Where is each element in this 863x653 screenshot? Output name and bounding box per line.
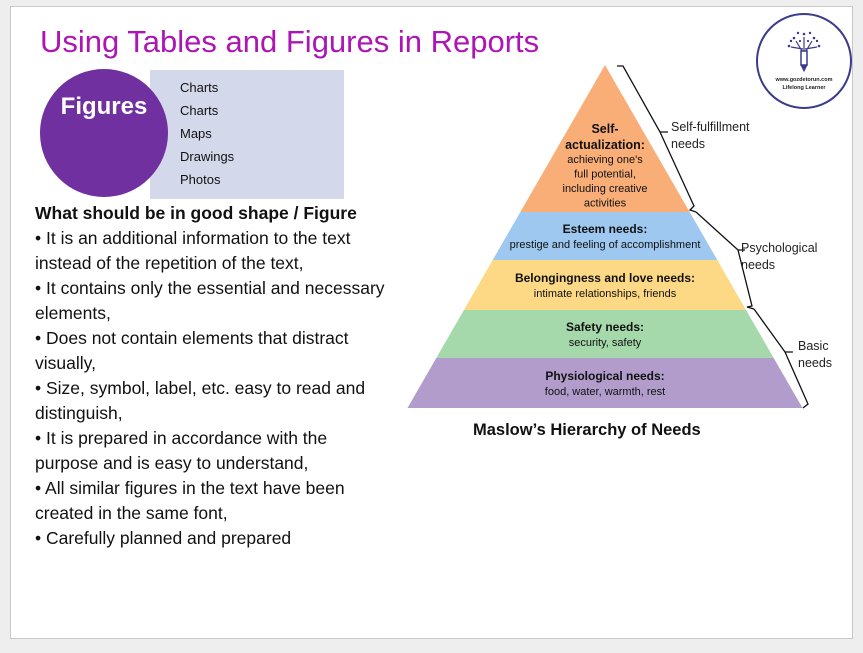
figure-type-item: Charts — [180, 80, 219, 95]
pyramid-level — [492, 212, 718, 260]
body-line: purpose and is easy to understand, — [35, 453, 309, 473]
level-title: actualization: — [565, 138, 645, 152]
body-line: created in the same font, — [35, 503, 228, 523]
level-desc: achieving one's — [567, 154, 643, 166]
body-line: • Does not contain elements that distrac… — [35, 328, 349, 348]
group-label: Psychological — [741, 241, 817, 255]
pyramid-level — [407, 358, 803, 408]
group-label: needs — [798, 356, 832, 370]
group-brackets — [617, 65, 809, 409]
figures-circle: Figures — [40, 69, 168, 197]
pencil-tree-icon — [787, 31, 821, 73]
logo: www.gozdetorun.com Lifelong Learner — [756, 13, 852, 109]
pyramid-level — [520, 65, 690, 212]
pyramid-level — [436, 310, 774, 358]
logo-tagline: Lifelong Learner — [782, 85, 826, 91]
body-line: • All similar figures in the text have b… — [35, 478, 345, 498]
bracket-basic — [753, 308, 809, 409]
logo-url: www.gozdetorun.com — [775, 77, 833, 83]
figure-type-item: Photos — [180, 172, 221, 187]
level-desc: security, safety — [569, 337, 642, 349]
body-line: • Carefully planned and prepared — [35, 528, 292, 548]
level-desc: full potential, — [574, 169, 636, 181]
body-text: What should be in good shape / Figure • … — [35, 201, 435, 551]
body-line: • It contains only the essential and nec… — [35, 278, 385, 298]
body-line: • Size, symbol, label, etc. easy to read… — [35, 378, 366, 398]
bracket-psychological — [695, 211, 755, 310]
level-title: Belongingness and love needs: — [515, 271, 695, 285]
body-line: • It is prepared in accordance with the — [35, 428, 328, 448]
body-line: • It is an additional information to the… — [35, 228, 351, 248]
level-title: Esteem needs: — [563, 222, 648, 236]
pyramid-level — [463, 260, 747, 310]
body-line: elements, — [35, 303, 111, 323]
group-label: needs — [741, 258, 775, 272]
level-title: Physiological needs: — [545, 369, 664, 383]
body-line: distinguish, — [35, 403, 123, 423]
level-desc: prestige and feeling of accomplishment — [510, 239, 701, 251]
figure-types-box: Charts Charts Maps Drawings Photos — [150, 70, 344, 199]
level-title: Safety needs: — [566, 320, 644, 334]
body-heading: What should be in good shape / Figure — [35, 203, 357, 223]
slide-title: Using Tables and Figures in Reports — [40, 24, 540, 59]
group-label: needs — [671, 137, 705, 151]
level-desc: activities — [584, 198, 627, 210]
body-line: instead of the repetition of the text, — [35, 253, 304, 273]
level-desc: food, water, warmth, rest — [545, 386, 665, 398]
level-title: Self- — [591, 122, 618, 136]
level-desc: including creative — [563, 183, 648, 195]
group-label: Self-fulfillment — [671, 120, 750, 134]
figures-label: Figures — [60, 93, 148, 120]
figure-type-item: Drawings — [180, 149, 235, 164]
level-desc: intimate relationships, friends — [534, 288, 677, 300]
figure-type-item: Maps — [180, 126, 212, 141]
bracket-self-fulfillment — [617, 65, 697, 213]
group-label: Basic — [798, 339, 829, 353]
figure-caption: Maslow’s Hierarchy of Needs — [473, 421, 701, 439]
body-line: visually, — [35, 353, 96, 373]
figure-type-item: Charts — [180, 103, 219, 118]
